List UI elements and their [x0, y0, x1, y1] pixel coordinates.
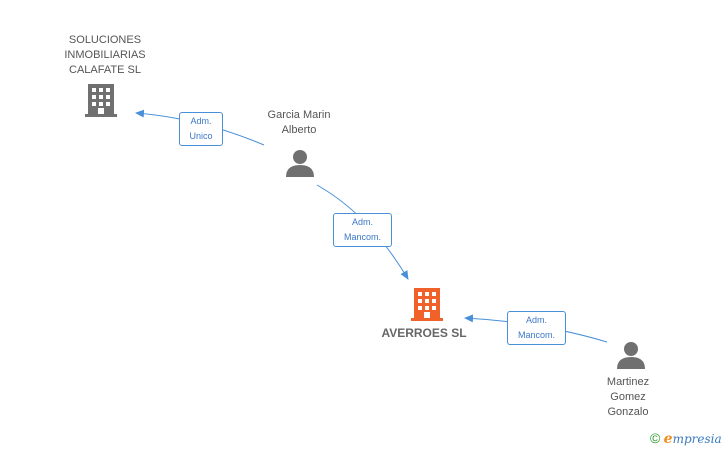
node-name-line: Alberto [281, 124, 317, 136]
node-soluciones-label[interactable]: SOLUCIONES INMOBILIARIAS CALAFATE SL [50, 33, 160, 78]
building-icon [411, 288, 443, 321]
node-name-line: Gonzalo [607, 406, 649, 418]
edge-label-adm-mancom: Adm. Mancom. [507, 311, 566, 345]
node-name-line: Garcia Marin [267, 109, 331, 121]
node-martinez-label[interactable]: Martinez Gomez Gonzalo [588, 375, 668, 420]
node-name-line: SOLUCIONES [68, 34, 142, 46]
person-icon [286, 150, 314, 177]
person-icon [617, 342, 645, 369]
edge-label-line: Mancom. [517, 330, 555, 340]
edge-label-line: Adm. [351, 217, 373, 227]
edge-label-line: Adm. [525, 315, 547, 325]
edge-label-adm-mancom: Adm. Mancom. [333, 213, 392, 247]
building-icon [85, 84, 117, 117]
edge-label-line: Adm. [190, 116, 212, 126]
edge-label-adm-unico: Adm. Unico [179, 112, 223, 146]
node-name-line: INMOBILIARIAS [64, 49, 146, 61]
node-name-line: CALAFATE SL [69, 64, 141, 76]
brand-rest: mpresia [672, 432, 722, 446]
edge-label-line: Mancom. [343, 232, 381, 242]
edge-label-line: Unico [189, 131, 213, 141]
copyright-symbol: © [650, 430, 661, 446]
empresia-logo[interactable]: © empresia [650, 430, 722, 447]
node-name-line: Gomez [610, 391, 646, 403]
brand-e: e [663, 431, 673, 447]
node-garcia-label[interactable]: Garcia Marin Alberto [246, 108, 352, 138]
node-averroes-label[interactable]: AVERROES SL [381, 326, 467, 340]
node-name-line: Martinez [606, 376, 650, 388]
